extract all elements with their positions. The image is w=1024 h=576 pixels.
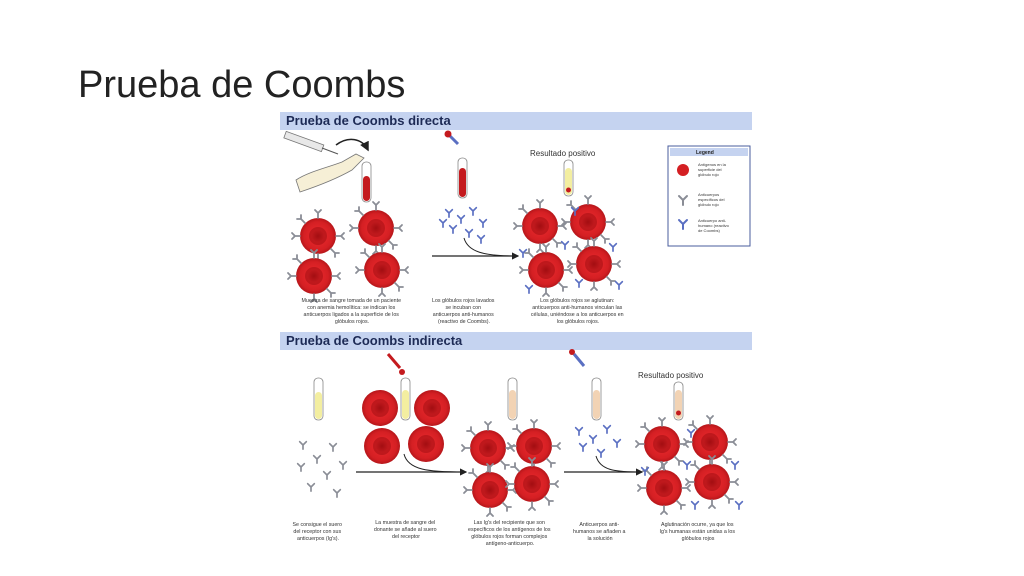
red-cell-icon [362,390,398,426]
legend-text: de Coombs) [698,228,720,233]
direct-caption-3: Los glóbulos rojos se aglutinan: anticue… [531,298,625,325]
direct-caption-2: Los glóbulos rojos lavados se incuban co… [432,298,496,325]
slide-title: Prueba de Coombs [78,64,406,106]
serum-tube-icon [313,377,324,421]
legend-text: humano (reactivo [698,223,730,228]
antigen-icon [677,164,689,176]
red-cell-icon [463,463,517,517]
red-cell-icon [349,201,403,255]
legend-text: superficie del [698,167,722,172]
red-cell-icon [291,209,345,263]
red-cell-icon [685,455,739,509]
dropper-icon [386,353,405,375]
indirect-caption-4: Anticuerpos anti- humanos se añaden a la… [573,522,627,542]
dropper-icon [569,349,586,367]
result-tube-icon [563,159,574,197]
arm-syringe-icon [283,130,369,193]
direct-result-label: Resultado positivo [530,149,596,158]
indirect-caption-5: Aglutinación ocurre, ya que los Ig's hum… [660,522,737,542]
indirect-caption-1: Se consigue el suero del receptor con su… [293,522,344,542]
legend-text: específicos del [698,197,725,202]
legend-text: Anticuerpos [698,192,719,197]
antibodies-icon [296,440,348,498]
red-cell-icon [408,426,444,462]
red-cell-icon [561,195,615,249]
serum-tube-icon [400,377,411,421]
red-cell-icon [414,390,450,426]
step-arrow [595,455,641,473]
legend-title: Legend [696,150,714,156]
legend-text: glóbulo rojo [698,202,719,207]
red-cell-icon [355,243,409,297]
legend-text: Antígenos en la [698,162,727,167]
step-arrow [463,237,517,257]
red-cell-icon [683,415,737,469]
anti-human-antibodies-icon [574,424,622,458]
direct-heading-band [280,112,752,130]
indirect-heading-band [280,332,752,350]
mixed-tube-icon [507,377,518,421]
red-cell-icon [513,199,567,253]
red-cell-icon [364,428,400,464]
coombs-diagram: Prueba de Coombs directa Resultado posit… [278,110,756,550]
direct-heading: Prueba de Coombs directa [286,113,451,128]
blood-tube-icon [361,161,372,203]
indirect-caption-2: La muestra de sangre del donante se añad… [374,520,438,540]
anti-human-antibodies-icon [438,206,488,245]
dropper-icon [444,130,460,146]
blood-tube-icon [457,157,468,199]
indirect-caption-3: Las Ig's del recipiente que son específi… [468,520,552,547]
indirect-heading: Prueba de Coombs indirecta [286,333,463,348]
legend-text: glóbulo rojo [698,172,719,177]
indirect-result-label: Resultado positivo [638,371,704,380]
red-cell-icon [287,249,341,303]
direct-caption-1: Muestra de sangre tomada de un paciente … [301,298,402,325]
legend-text: Anticuerpo anti- [698,218,727,223]
result-tube-icon [673,381,684,421]
mixed-tube-icon [591,377,602,421]
